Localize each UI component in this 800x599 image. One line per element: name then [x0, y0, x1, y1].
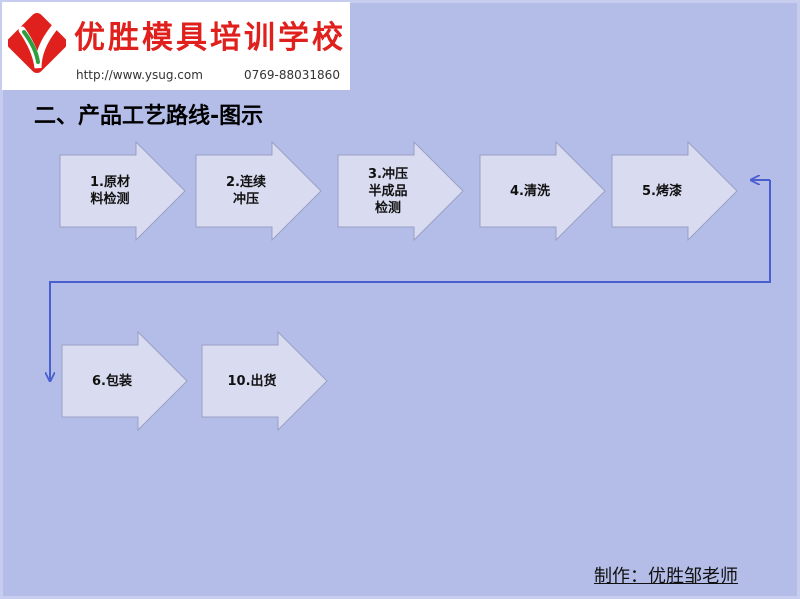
- slide-title: 二、产品工艺路线-图示: [34, 104, 264, 129]
- process-step-label-3: 3.冲压 半成品 检测: [368, 166, 408, 216]
- process-step-label-4: 4.清洗: [510, 183, 550, 199]
- school-name: 优胜模具培训学校: [74, 20, 346, 56]
- process-step-label-1: 1.原材 料检测: [90, 175, 130, 207]
- school-phone: 0769-88031860: [244, 68, 340, 82]
- process-step-label-6: 6.包装: [92, 373, 132, 389]
- process-step-label-7: 10.出货: [227, 373, 277, 389]
- author-credit: 制作：优胜邹老师: [594, 566, 738, 587]
- logo-banner: 优胜模具培训学校 http://www.ysug.com 0769-880318…: [2, 2, 350, 90]
- process-step-label-5: 5.烤漆: [642, 183, 682, 199]
- process-step-label-2: 2.连续 冲压: [226, 175, 266, 207]
- school-emblem-icon: [8, 12, 66, 74]
- school-url[interactable]: http://www.ysug.com: [76, 68, 203, 82]
